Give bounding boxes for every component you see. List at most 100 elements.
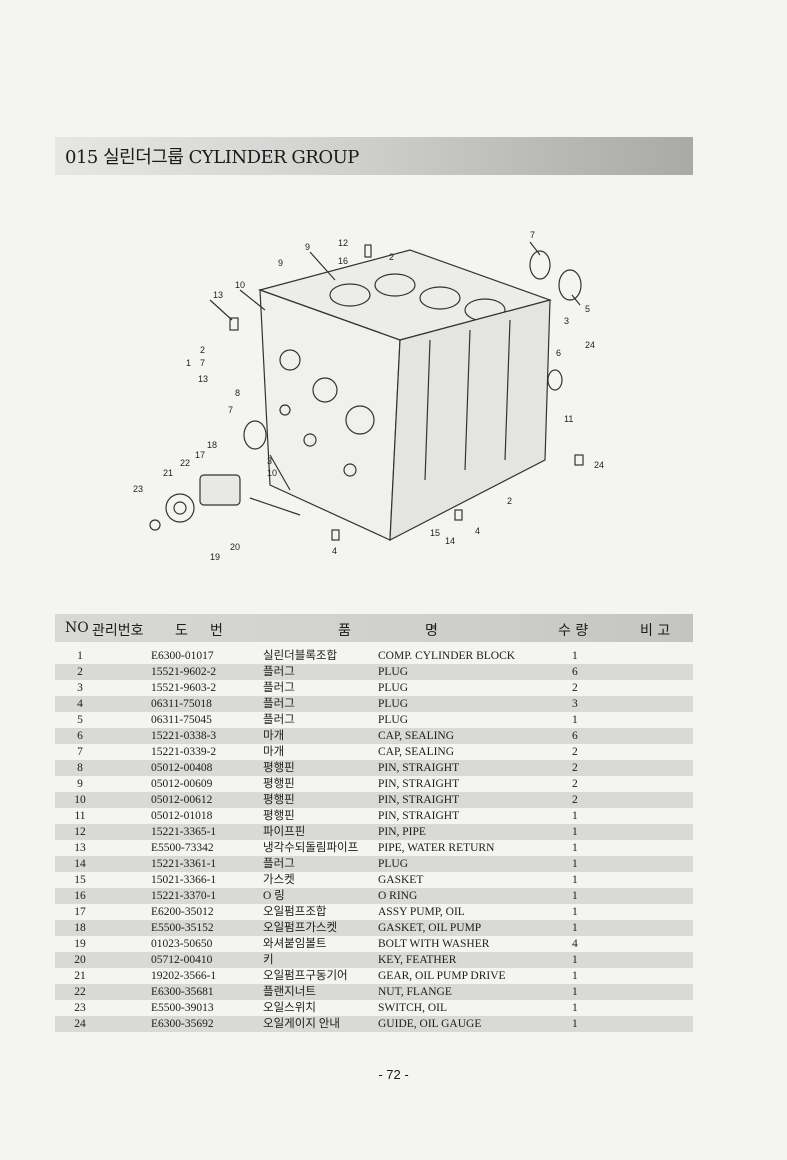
row-no: 18 <box>74 922 86 934</box>
row-qty: 1 <box>572 906 578 918</box>
row-qty: 1 <box>572 826 578 838</box>
row-qty: 4 <box>572 938 578 950</box>
callout-5: 5 <box>585 304 590 314</box>
row-no: 9 <box>77 778 83 790</box>
callout-2a: 2 <box>389 252 394 262</box>
row-qty: 2 <box>572 762 578 774</box>
row-name-ko: 오일게이지 안내 <box>263 1018 340 1030</box>
row-code: 15221-0339-2 <box>151 746 217 758</box>
row-name-en: PIPE, WATER RETURN <box>378 842 495 854</box>
row-name-en: GEAR, OIL PUMP DRIVE <box>378 970 506 982</box>
row-qty: 1 <box>572 874 578 886</box>
row-name-ko: 플러그 <box>263 666 295 678</box>
row-name-en: PLUG <box>378 714 409 726</box>
row-name-en: PIN, STRAIGHT <box>378 794 460 806</box>
row-qty: 1 <box>572 986 578 998</box>
row-no: 6 <box>77 730 83 742</box>
row-name-ko: 오일스위치 <box>263 1002 316 1014</box>
row-code: E5500-39013 <box>151 1002 214 1014</box>
callout-11: 11 <box>564 414 573 424</box>
header-no: NO <box>65 620 89 636</box>
row-name-en: PIN, STRAIGHT <box>378 810 460 822</box>
row-no: 24 <box>74 1018 86 1030</box>
row-no: 20 <box>74 954 86 966</box>
row-name-ko: 오일펌프조합 <box>263 906 327 918</box>
callout-7b: 7 <box>200 358 205 368</box>
row-no: 23 <box>74 1002 86 1014</box>
row-no: 14 <box>74 858 86 870</box>
row-code: E6300-35681 <box>151 986 214 998</box>
row-no: 19 <box>74 938 86 950</box>
row-no: 21 <box>74 970 86 982</box>
row-name-ko: 평행핀 <box>263 762 295 774</box>
row-name-en: PLUG <box>378 698 409 710</box>
row-name-en: O RING <box>378 890 418 902</box>
row-code: 15521-9603-2 <box>151 682 217 694</box>
row-no: 15 <box>74 874 86 886</box>
row-name-ko: 플러그 <box>263 858 295 870</box>
callout-17: 17 <box>195 450 205 460</box>
callout-9b: 9 <box>278 258 283 268</box>
callout-2b: 2 <box>200 345 205 355</box>
callout-10a: 10 <box>235 280 245 290</box>
row-no: 1 <box>77 650 83 662</box>
row-name-ko: 파이프핀 <box>263 826 306 838</box>
row-qty: 1 <box>572 858 578 870</box>
header-note: 비 고 <box>640 623 671 639</box>
callout-8: 8 <box>235 388 240 398</box>
row-no: 8 <box>77 762 83 774</box>
row-name-ko: 플러그 <box>263 698 295 710</box>
callout-3b: 3 <box>267 456 272 466</box>
callout-14: 14 <box>445 536 455 546</box>
callout-16: 16 <box>338 256 348 266</box>
row-qty: 3 <box>572 698 578 710</box>
row-qty: 1 <box>572 1018 578 1030</box>
row-qty: 1 <box>572 810 578 822</box>
exploded-diagram: 12 9 16 2 9 7 10 13 5 3 24 2 1 7 13 6 8 … <box>133 230 604 562</box>
row-name-en: CAP, SEALING <box>378 746 455 758</box>
row-code: E6300-01017 <box>151 650 214 662</box>
callout-19: 19 <box>210 552 220 562</box>
callout-7c: 7 <box>228 405 233 415</box>
row-name-en: SWITCH, OIL <box>378 1002 447 1014</box>
row-name-ko: 마개 <box>263 746 285 758</box>
row-name-ko: 키 <box>263 954 274 966</box>
callout-13b: 13 <box>198 374 208 384</box>
row-code: 15521-9602-2 <box>151 666 217 678</box>
callout-2c: 2 <box>507 496 512 506</box>
row-qty: 1 <box>572 842 578 854</box>
row-name-en: CAP, SEALING <box>378 730 455 742</box>
row-no: 13 <box>74 842 86 854</box>
row-qty: 1 <box>572 922 578 934</box>
row-qty: 6 <box>572 730 578 742</box>
row-name-en: GUIDE, OIL GAUGE <box>378 1018 482 1030</box>
row-code: 15221-3365-1 <box>151 826 217 838</box>
callout-9a: 9 <box>305 242 310 252</box>
row-name-ko: 평행핀 <box>263 794 295 806</box>
row-name-en: PLUG <box>378 666 409 678</box>
row-name-en: ASSY PUMP, OIL <box>378 906 465 918</box>
row-name-en: PLUG <box>378 858 409 870</box>
row-name-ko: 마개 <box>263 730 285 742</box>
section-title: 015 실린더그룹 CYLINDER GROUP <box>65 147 359 168</box>
row-name-en: GASKET, OIL PUMP <box>378 922 482 934</box>
row-name-en: PIN, STRAIGHT <box>378 762 460 774</box>
callout-4a: 4 <box>475 526 480 536</box>
row-no: 3 <box>77 682 83 694</box>
callout-23: 23 <box>133 484 143 494</box>
row-no: 22 <box>74 986 86 998</box>
